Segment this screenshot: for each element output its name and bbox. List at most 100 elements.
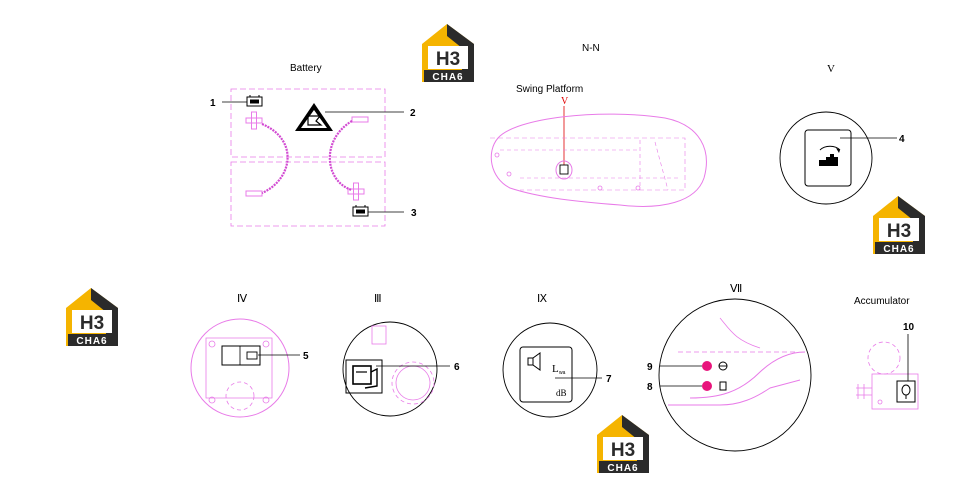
callout-number-4: 4 (899, 134, 905, 145)
minus-terminal-upper (351, 116, 369, 123)
vii-contour (719, 317, 761, 349)
view-iii-section: Ⅲ 6 (342, 293, 460, 417)
logo-mark-text: H3 (611, 440, 635, 461)
accumulator-section: Accumulator 10 (854, 296, 919, 410)
view-vii-title: Ⅶ (730, 283, 742, 295)
engine-oil-icon (718, 361, 728, 371)
callout-number-2: 2 (410, 108, 416, 119)
fuel-icon (352, 365, 378, 389)
brand-logo-left: H3 CHA6 (66, 288, 118, 347)
swing-label-position (555, 160, 573, 180)
battery-section: Battery (210, 63, 417, 227)
battery-lower-outline (230, 161, 386, 227)
accumulator-block (871, 373, 919, 410)
accumulator-bolt (877, 399, 883, 405)
bolt-hole (262, 340, 270, 348)
platform-frame (490, 137, 686, 191)
accumulator-fitting (856, 384, 872, 399)
brand-logo-bottom: H3 CHA6 (597, 415, 649, 474)
noise-label-l: L (552, 363, 559, 375)
view-v-circle (779, 111, 873, 205)
view-iv-plate (205, 337, 273, 399)
noise-label-plate (519, 346, 573, 403)
plus-terminal-upper (245, 111, 263, 130)
swing-platform-title: Swing Platform (516, 84, 583, 95)
battery-label-icon (246, 95, 263, 107)
platform-hole (506, 171, 512, 177)
accumulator-sphere (867, 341, 901, 375)
swing-lock-icon (819, 145, 841, 166)
view-iv-label-plate (221, 345, 261, 366)
view-iv-port (225, 381, 255, 411)
view-iv-title: Ⅳ (237, 293, 248, 305)
battery-warning-icon (295, 103, 333, 131)
brand-logo-top: H3 CHA6 (422, 24, 474, 83)
view-vii-section: Ⅶ 9 8 (647, 283, 812, 452)
swing-platform-section: N-N Swing Platform V (490, 43, 707, 207)
view-marker-v: V (561, 96, 569, 107)
accumulator-label-plate (896, 380, 916, 403)
view-iii-title: Ⅲ (374, 293, 382, 305)
vii-marker-dot-9 (702, 361, 712, 371)
view-v-title: V (827, 63, 835, 75)
view-iv-circle (190, 318, 290, 418)
vii-marker-dot-8 (702, 381, 712, 391)
callout-number-9: 9 (647, 362, 653, 373)
nn-section-title: N-N (582, 43, 600, 54)
vii-contour (668, 379, 801, 406)
noise-label-db: dB (556, 388, 567, 398)
bolt-hole (262, 396, 270, 404)
swing-lock-label (804, 129, 852, 187)
battery-label-icon (352, 205, 369, 217)
callout-number-3: 3 (411, 208, 417, 219)
bolt-hole (208, 396, 216, 404)
view-ix-section: Ⅸ L wa dB 7 (502, 293, 612, 418)
callout-number-1: 1 (210, 98, 216, 109)
coolant-icon (719, 381, 727, 391)
noise-label-sub: wa (559, 370, 566, 376)
logo-word-text: CHA6 (76, 336, 107, 347)
callout-number-6: 6 (454, 362, 460, 373)
platform-hole (635, 185, 641, 191)
platform-hole (597, 185, 603, 191)
platform-details (500, 140, 680, 191)
callout-number-10: 10 (903, 322, 915, 333)
logo-word-text: CHA6 (607, 463, 638, 474)
fuel-label-plate (345, 359, 383, 394)
battery-switch-icon (246, 351, 258, 360)
noise-speaker-icon (527, 352, 541, 371)
callout-number-5: 5 (303, 351, 309, 362)
bolt-hole (208, 340, 216, 348)
view-iii-circle (342, 321, 438, 417)
swing-label-icon (559, 164, 569, 175)
swing-platform-outline (490, 113, 707, 207)
minus-terminal-lower (245, 190, 263, 197)
logo-mark-text: H3 (80, 313, 104, 334)
platform-hole (494, 152, 500, 158)
battery-cable-left (261, 122, 289, 195)
view-ix-title: Ⅸ (537, 293, 547, 305)
callout-number-8: 8 (647, 382, 653, 393)
view-iii-bracket (371, 325, 387, 345)
view-iii-filler (391, 361, 435, 405)
accumulator-title: Accumulator (854, 296, 910, 307)
vii-contour (689, 351, 806, 399)
accumulator-icon (901, 384, 911, 399)
logo-word-text: CHA6 (883, 244, 914, 255)
logo-mark-text: H3 (887, 221, 911, 242)
logo-word-text: CHA6 (432, 72, 463, 83)
battery-title: Battery (290, 63, 322, 74)
logo-mark-text: H3 (436, 49, 460, 70)
battery-upper-outline (230, 88, 386, 158)
view-iv-section: Ⅳ 5 (190, 293, 309, 418)
view-ix-circle (502, 322, 598, 418)
brand-logo-right: H3 CHA6 (873, 196, 925, 255)
callout-number-7: 7 (606, 374, 612, 385)
view-vii-circle (658, 298, 812, 452)
plus-terminal-lower (347, 182, 365, 201)
battery-cable-right (328, 120, 353, 192)
view-iii-filler (395, 365, 431, 401)
view-v-section: V 4 (779, 63, 905, 205)
view-iv-label-plate (239, 345, 261, 366)
